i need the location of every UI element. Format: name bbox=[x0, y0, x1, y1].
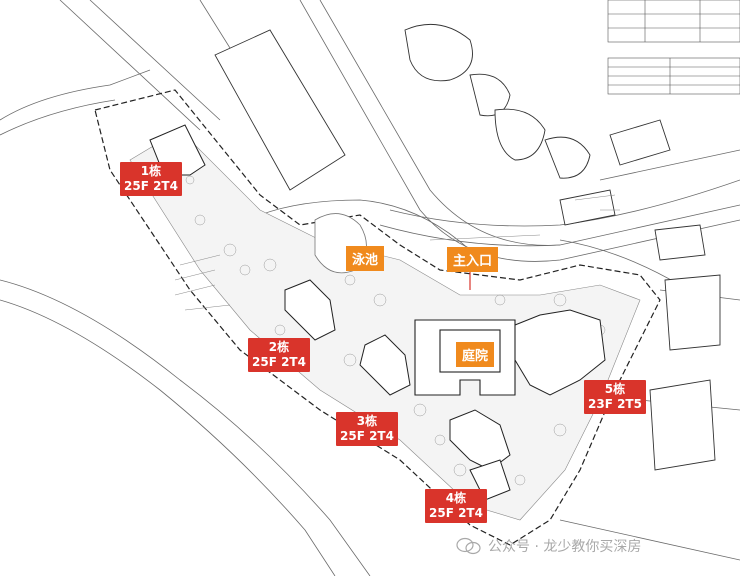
site-area bbox=[129, 129, 641, 521]
courtyard-label: 庭院 bbox=[456, 342, 495, 367]
watermark-text: 公众号 · 龙少教你买深房 bbox=[488, 539, 642, 555]
building-5-spec: 23F 2T5 bbox=[588, 397, 642, 411]
data-table bbox=[607, 0, 740, 95]
building-1-spec: 25F 2T4 bbox=[124, 179, 178, 193]
building-5-name: 5栋 bbox=[604, 382, 626, 396]
building-3-spec: 25F 2T4 bbox=[340, 429, 394, 443]
building-1-name: 1栋 bbox=[140, 164, 162, 178]
building-3-name: 3栋 bbox=[356, 414, 378, 428]
wechat-icon bbox=[456, 537, 481, 555]
building-1-label: 1栋 25F 2T4 bbox=[120, 162, 182, 196]
pool-label: 泳池 bbox=[346, 246, 385, 271]
annotation-lines bbox=[174, 194, 620, 311]
watermark: 公众号 · 龙少教你买深房 bbox=[456, 536, 641, 556]
building-4-name: 4栋 bbox=[445, 491, 467, 505]
main-entrance-label: 主入口 bbox=[447, 247, 499, 272]
building-3-label: 3栋 25F 2T4 bbox=[336, 412, 398, 446]
building-2-spec: 25F 2T4 bbox=[252, 355, 306, 369]
building-4-label: 4栋 25F 2T4 bbox=[425, 489, 487, 523]
building-2-label: 2栋 25F 2T4 bbox=[248, 338, 310, 372]
building-5-label: 5栋 23F 2T5 bbox=[584, 380, 646, 414]
building-4-spec: 25F 2T4 bbox=[429, 506, 483, 520]
neighbor-buildings bbox=[214, 23, 721, 471]
building-2-name: 2栋 bbox=[268, 340, 290, 354]
